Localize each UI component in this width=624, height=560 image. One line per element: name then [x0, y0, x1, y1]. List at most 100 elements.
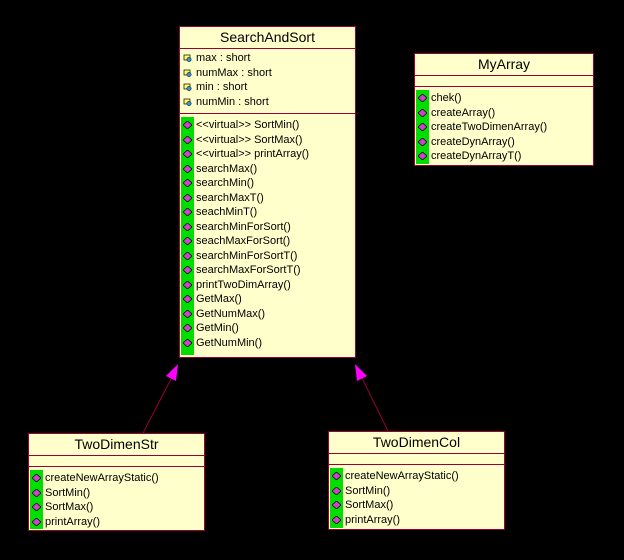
operation-label: seachMaxForSort()	[196, 235, 291, 247]
operation-icon	[183, 338, 192, 347]
operation-row[interactable]: searchMin()	[180, 176, 355, 191]
operation-icon	[32, 474, 41, 482]
operation-icon	[183, 251, 192, 260]
operation-icon	[183, 208, 192, 216]
operation-icon	[183, 295, 192, 303]
operation-icon	[183, 179, 192, 187]
operation-row[interactable]: searchMaxT()	[180, 191, 355, 206]
operation-label: printArray()	[345, 513, 401, 526]
operation-icon	[183, 280, 192, 289]
icon-strip	[30, 470, 43, 529]
operation-list: createNewArrayStatic()SortMin() SortMax()…	[29, 471, 204, 529]
icon-strip	[330, 468, 343, 528]
operation-icon	[183, 193, 192, 202]
operation-row[interactable]: printTwoDimArray()	[180, 278, 355, 293]
operation-icon	[32, 517, 41, 526]
operations-compartment: createNewArrayStatic() SortMin() SortMax()…	[329, 465, 504, 531]
operation-label: createNewArrayStatic()	[345, 470, 459, 482]
attributes-compartment	[329, 454, 504, 465]
attribute-row[interactable]: numMin : short	[180, 95, 355, 110]
operation-row[interactable]: createArray()	[415, 106, 593, 121]
attribute-label: max : short	[196, 52, 251, 64]
operation-icon	[418, 123, 427, 131]
operation-row[interactable]: printArray()	[329, 513, 504, 528]
operation-icon	[183, 309, 192, 318]
operation-row[interactable]: GetNumMax()	[180, 307, 355, 322]
operation-row[interactable]: createDynArrayT()	[415, 149, 593, 164]
operation-label: printTwoDimArray()	[196, 278, 291, 291]
class-two-dimen-col[interactable]: TwoDimenCol createNewArrayStatic() SortMi…	[328, 431, 505, 530]
operation-row[interactable]: <<virtual>> SortMin()	[180, 118, 355, 133]
operation-icon	[418, 152, 427, 160]
operation-row[interactable]: GetMax()	[180, 292, 355, 307]
operation-icon	[183, 121, 192, 129]
operation-row[interactable]: createDynArray()	[415, 135, 593, 150]
operations-compartment: <<virtual>> SortMin()<<virtual>> SortMax…	[180, 114, 355, 358]
operation-label: searchMax()	[196, 162, 258, 175]
operation-icon	[32, 503, 41, 511]
operation-row[interactable]: SortMin()	[29, 486, 204, 501]
class-name: TwoDimenStr	[29, 434, 204, 456]
operation-row[interactable]: seachMinT()	[180, 205, 355, 220]
operation-icon	[418, 137, 427, 146]
operation-row[interactable]: SortMax()	[329, 498, 504, 513]
operation-row[interactable]: <<virtual>> printArray()	[180, 147, 355, 162]
operation-row[interactable]: <<virtual>> SortMax()	[180, 133, 355, 148]
operation-row[interactable]: searchMinForSortT()	[180, 249, 355, 264]
operation-icon	[32, 488, 41, 497]
operation-icon	[332, 472, 341, 480]
operation-row[interactable]: printArray()	[29, 515, 204, 530]
attributes-compartment: max : short numMax : short min : short numM…	[180, 49, 355, 114]
operation-row[interactable]: GetNumMin()	[180, 336, 355, 351]
operation-icon	[332, 501, 341, 509]
operation-label: <<virtual>> SortMax()	[196, 133, 303, 146]
operation-label: SortMax()	[345, 499, 394, 511]
operation-row[interactable]: createTwoDimenArray()	[415, 120, 593, 135]
operation-label: searchMin()	[196, 177, 255, 189]
class-two-dimen-str[interactable]: TwoDimenStr createNewArrayStatic()SortMi…	[28, 433, 205, 531]
class-name: SearchAndSort	[180, 27, 355, 49]
attribute-icon	[183, 54, 192, 62]
attribute-label: min : short	[196, 81, 248, 93]
attribute-icon	[183, 98, 192, 106]
operation-icon	[418, 94, 427, 102]
operation-label: createArray()	[431, 106, 496, 119]
operation-label: GetNumMax()	[196, 307, 266, 320]
attribute-row[interactable]: min : short	[180, 80, 355, 95]
operation-list: chek() createArray()createTwoDimenArray()…	[415, 91, 593, 164]
operation-row[interactable]: GetMin()	[180, 321, 355, 336]
operation-icon	[183, 266, 192, 274]
operation-label: createDynArrayT()	[431, 150, 522, 162]
operation-row[interactable]: searchMaxForSortT()	[180, 263, 355, 278]
operation-label: SortMax()	[45, 501, 94, 513]
operation-row[interactable]: searchMinForSort()	[180, 220, 355, 235]
operation-icon	[183, 150, 192, 158]
operation-label: SortMin()	[345, 484, 391, 497]
operation-row[interactable]: seachMaxForSort()	[180, 234, 355, 249]
class-my-array[interactable]: MyArray chek() createArray()createTwoDime…	[414, 53, 594, 166]
operation-label: SortMin()	[45, 486, 91, 499]
operation-row[interactable]: searchMax()	[180, 162, 355, 177]
generalization-line-twodimencol	[361, 377, 389, 432]
operation-row[interactable]: chek()	[415, 91, 593, 106]
operation-row[interactable]: SortMin()	[329, 484, 504, 499]
icon-strip	[181, 117, 194, 355]
operation-icon	[332, 486, 341, 495]
attribute-row[interactable]: numMax : short	[180, 66, 355, 81]
class-name: MyArray	[415, 54, 593, 76]
operation-label: createDynArray()	[431, 135, 515, 148]
attribute-label: numMax : short	[196, 66, 272, 79]
class-name: TwoDimenCol	[329, 432, 504, 454]
operation-row[interactable]: createNewArrayStatic()	[329, 469, 504, 484]
operation-row[interactable]: SortMax()	[29, 500, 204, 515]
operation-icon	[332, 515, 341, 524]
operation-label: seachMinT()	[196, 206, 258, 218]
operation-row[interactable]: createNewArrayStatic()	[29, 471, 204, 486]
attribute-row[interactable]: max : short	[180, 51, 355, 66]
operation-list: <<virtual>> SortMin()<<virtual>> SortMax…	[180, 118, 355, 350]
operation-label: GetNumMin()	[196, 336, 263, 349]
operation-label: chek()	[431, 92, 462, 104]
operation-label: searchMinForSort()	[196, 220, 291, 233]
